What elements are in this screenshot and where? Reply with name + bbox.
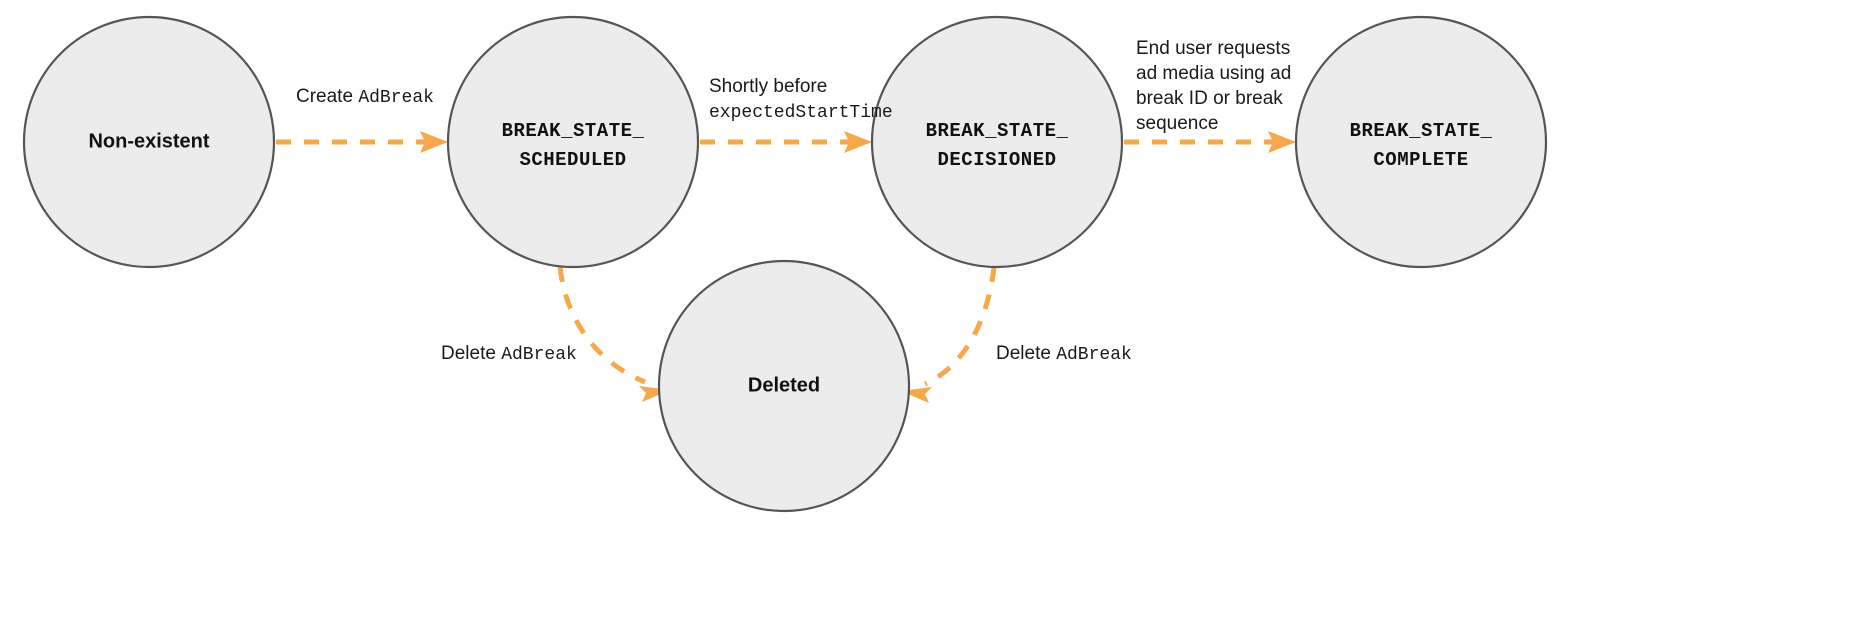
node-deleted[interactable]: Deleted bbox=[657, 259, 911, 513]
node-shape[interactable] bbox=[446, 15, 700, 269]
node-label-line-1: BREAK_STATE_ bbox=[502, 120, 645, 142]
node-shape[interactable] bbox=[22, 15, 276, 269]
node-label: Deleted bbox=[748, 374, 820, 396]
node-label-line-2: COMPLETE bbox=[1373, 149, 1468, 171]
edge-end-user-requests-ad-media bbox=[1124, 131, 1296, 153]
node-break-state-scheduled[interactable]: BREAK_STATE_ SCHEDULED bbox=[446, 15, 700, 269]
node-label: Non-existent bbox=[88, 130, 209, 152]
edge-shortly-before-expectedstarttime bbox=[700, 131, 872, 153]
node-label-line-1: BREAK_STATE_ bbox=[926, 120, 1069, 142]
edge-delete-adbreak-from-decisioned bbox=[901, 266, 997, 403]
edge-label-delete-adbreak-from-decisioned: Delete AdBreak bbox=[996, 343, 1132, 365]
node-label-line-2: SCHEDULED bbox=[519, 149, 626, 171]
node-break-state-complete[interactable]: BREAK_STATE_ COMPLETE bbox=[1294, 15, 1548, 269]
node-shape[interactable] bbox=[657, 259, 911, 513]
edge-label-delete-adbreak-from-scheduled: Delete AdBreak bbox=[441, 343, 577, 365]
edge-create-adbreak bbox=[276, 131, 448, 153]
node-break-state-decisioned[interactable]: BREAK_STATE_ DECISIONED bbox=[870, 15, 1124, 269]
node-shape[interactable] bbox=[870, 15, 1124, 269]
node-shape[interactable] bbox=[1294, 15, 1548, 269]
edge-delete-adbreak-from-scheduled bbox=[557, 266, 670, 402]
arrow-head-icon bbox=[1268, 131, 1296, 153]
edge-label-create-adbreak: Create AdBreak bbox=[296, 86, 434, 108]
node-label-line-1: BREAK_STATE_ bbox=[1350, 120, 1493, 142]
node-label-line-2: DECISIONED bbox=[937, 149, 1056, 171]
arrow-head-icon bbox=[844, 131, 872, 153]
arrow-head-icon bbox=[420, 131, 448, 153]
edge-line bbox=[923, 266, 997, 387]
node-layer: Non-existent BREAK_STATE_ SCHEDULED BREA… bbox=[22, 15, 1548, 513]
node-non-existent[interactable]: Non-existent bbox=[22, 15, 276, 269]
